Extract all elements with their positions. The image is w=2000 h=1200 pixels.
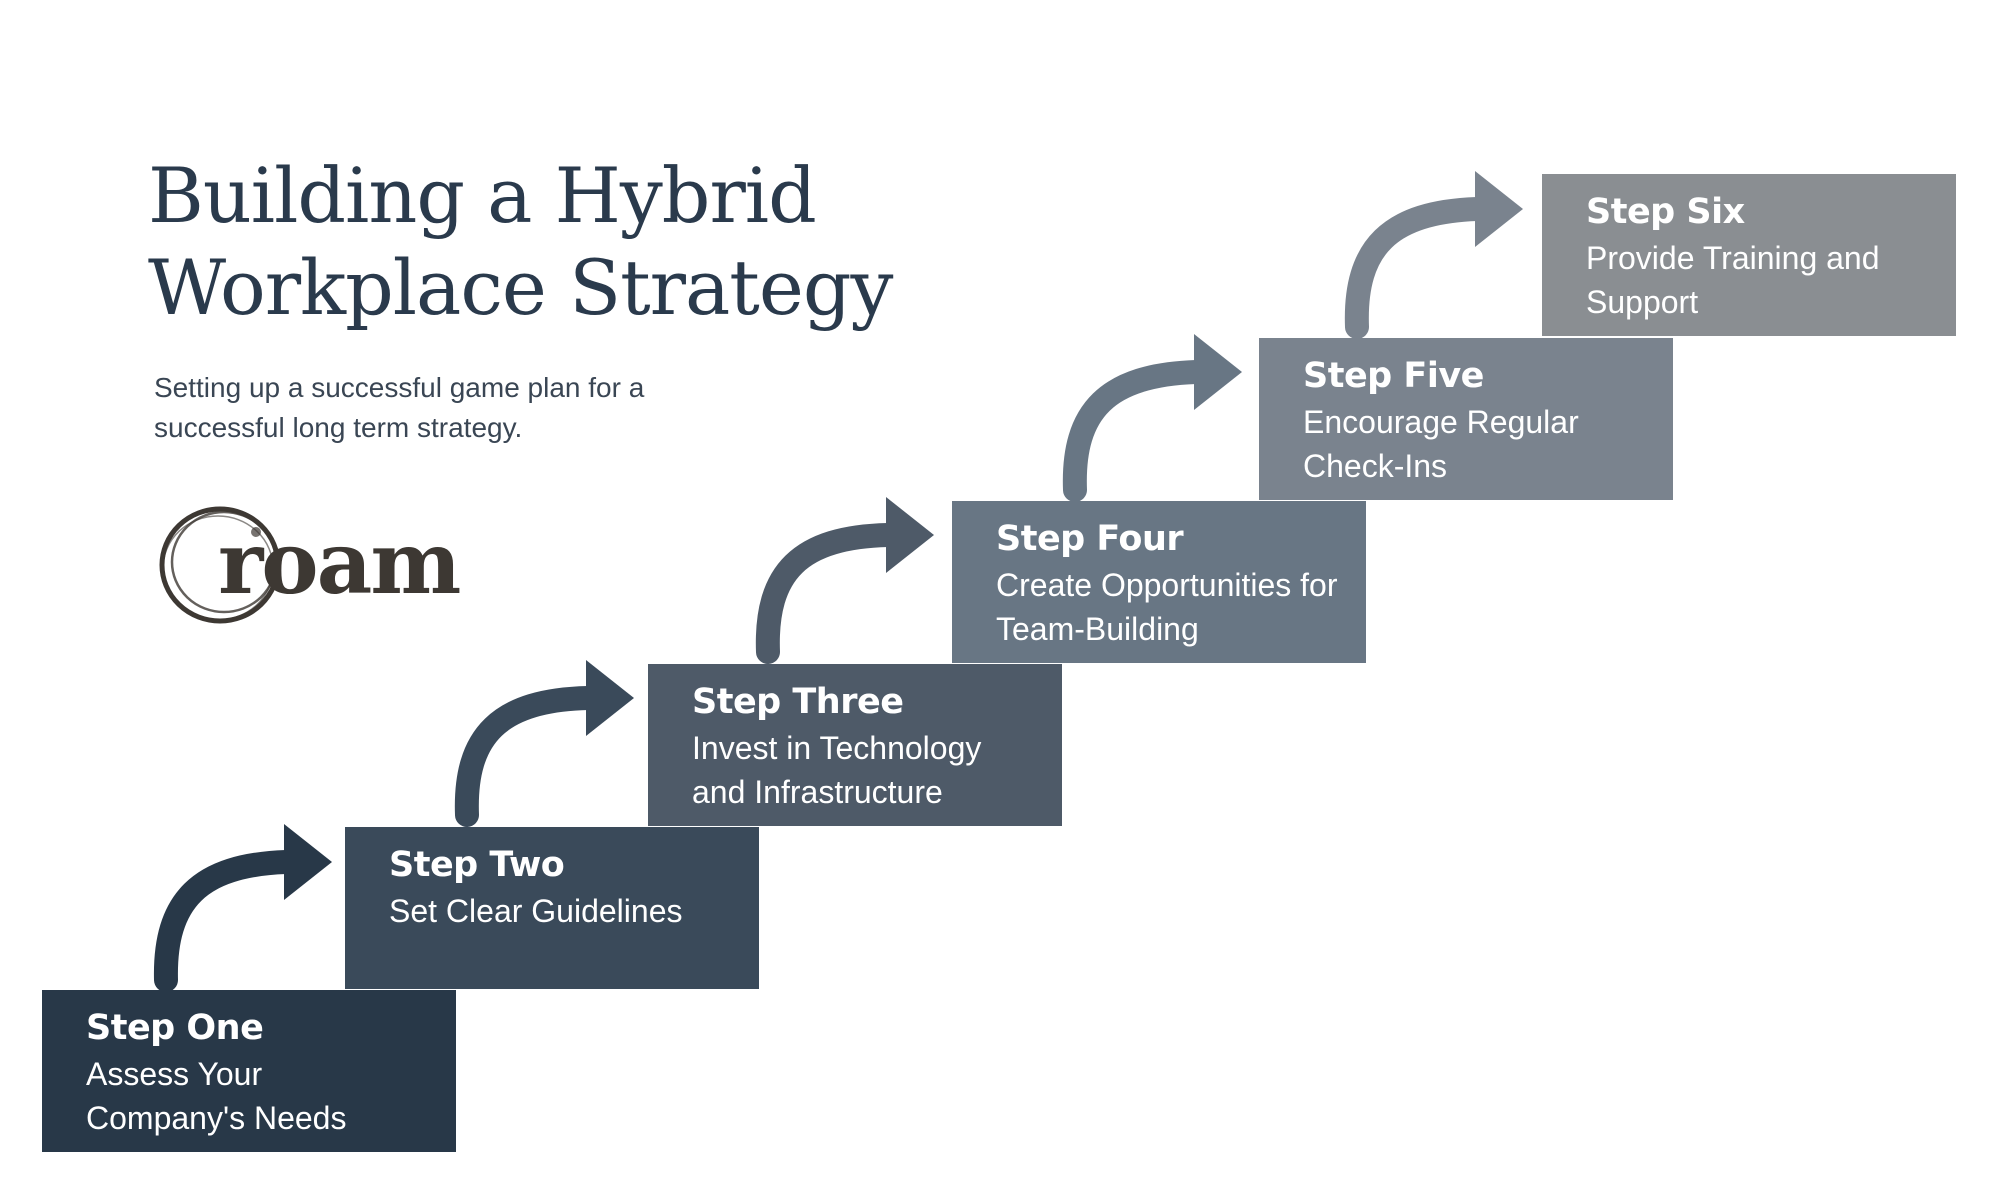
step-four-desc-line-1: Create Opportunities for <box>996 567 1338 603</box>
logo-text: roam <box>218 513 461 614</box>
step-four-box: Step Four Create Opportunities for Team-… <box>952 501 1366 663</box>
page-subtitle: Setting up a successful game plan for a … <box>154 368 754 448</box>
arrow-five-to-six <box>1344 171 1523 339</box>
step-two-box: Step Two Set Clear Guidelines <box>345 827 759 989</box>
logo-ring-icon <box>159 506 281 624</box>
arrow-one-to-two <box>153 824 332 992</box>
step-one-desc-line-1: Assess Your <box>86 1056 263 1092</box>
subtitle-line-1: Setting up a successful game plan for a <box>154 372 645 403</box>
roam-logo: roam <box>150 496 461 630</box>
arrow-three-to-four <box>755 497 934 664</box>
step-four-title: Step Four <box>996 519 1184 559</box>
step-four-desc-line-2: Team-Building <box>996 611 1199 647</box>
title-line-1: Building a Hybrid <box>148 151 817 240</box>
step-five-desc-line-2: Check-Ins <box>1303 448 1448 484</box>
arrow-four-to-five <box>1062 334 1242 502</box>
step-five-desc-line-1: Encourage Regular <box>1303 404 1579 440</box>
step-one-box: Step One Assess Your Company's Needs <box>42 990 456 1152</box>
step-six-desc-line-2: Support <box>1586 284 1699 320</box>
step-five-title: Step Five <box>1303 356 1484 396</box>
step-two-desc-line-1: Set Clear Guidelines <box>389 893 683 929</box>
page-title: Building a Hybrid Workplace Strategy <box>148 150 908 334</box>
step-three-title: Step Three <box>692 682 904 722</box>
arrow-two-to-three <box>454 660 634 827</box>
step-one-desc-line-2: Company's Needs <box>86 1100 347 1136</box>
step-six-title: Step Six <box>1586 192 1745 232</box>
title-line-2: Workplace Strategy <box>148 243 893 332</box>
step-five-box: Step Five Encourage Regular Check-Ins <box>1259 338 1673 500</box>
subtitle-line-2: successful long term strategy. <box>154 412 523 443</box>
step-six-box: Step Six Provide Training and Support <box>1542 174 1956 336</box>
step-three-desc-line-2: and Infrastructure <box>692 774 943 810</box>
step-three-desc-line-1: Invest in Technology <box>692 730 982 766</box>
step-three-box: Step Three Invest in Technology and Infr… <box>648 664 1062 826</box>
step-six-desc-line-1: Provide Training and <box>1586 240 1880 276</box>
step-one-title: Step One <box>86 1008 264 1048</box>
step-two-title: Step Two <box>389 845 565 885</box>
